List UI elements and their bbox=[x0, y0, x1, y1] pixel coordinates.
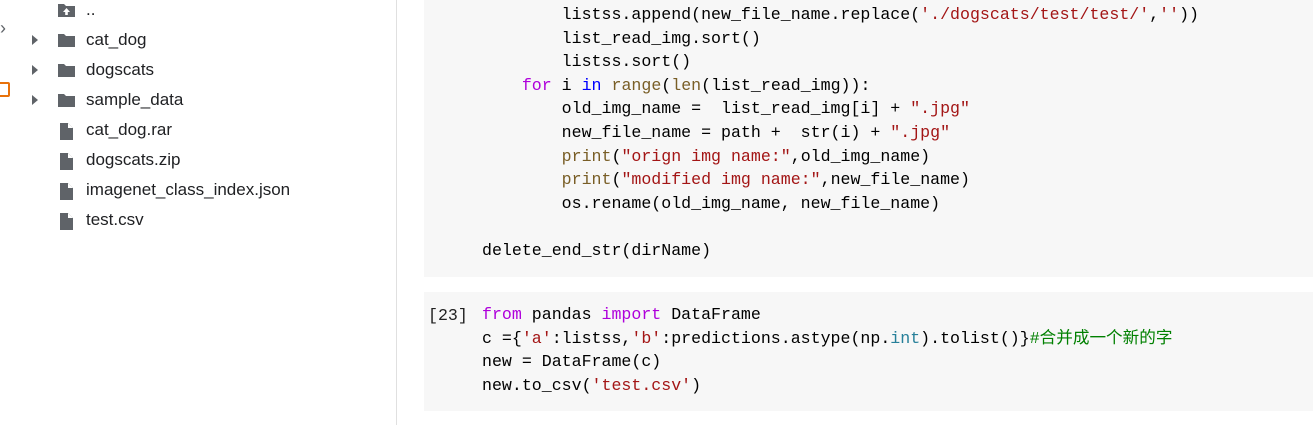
code-cell[interactable] bbox=[424, 292, 1313, 411]
file-item[interactable]: .. bbox=[0, 0, 390, 25]
file-name: sample_data bbox=[86, 90, 184, 109]
file-item[interactable]: sample_data bbox=[0, 85, 390, 115]
code-token: new.to_csv( bbox=[482, 375, 592, 395]
code-token: #合并成一个新的字 bbox=[1029, 328, 1173, 348]
code-token: './dogscats/test/test/' bbox=[920, 5, 1150, 24]
file-item[interactable]: cat_dog bbox=[0, 25, 390, 55]
code-token: ".jpg" bbox=[910, 99, 970, 119]
code-line: os.rename(old_img_name, new_file_name) bbox=[482, 192, 1199, 216]
code-token: ".jpg" bbox=[890, 122, 951, 142]
code-line: old_img_name = list_read_img[i] + ".jpg" bbox=[482, 97, 1199, 121]
code-token: '' bbox=[1159, 5, 1180, 24]
code-token: )) bbox=[1179, 5, 1199, 24]
file-icon bbox=[57, 122, 76, 140]
code-token: print bbox=[561, 146, 612, 166]
code-line: print("orign img name:",old_img_name) bbox=[482, 145, 1199, 169]
code-token bbox=[482, 147, 562, 166]
code-token bbox=[482, 170, 562, 189]
code-editor[interactable]: listss.append(new_file_name.replace('./d… bbox=[482, 3, 1199, 263]
code-line bbox=[482, 215, 1199, 239]
code-token: ) bbox=[691, 375, 702, 395]
folder-icon bbox=[57, 32, 76, 49]
code-token: list_read_img.sort() bbox=[482, 28, 761, 48]
code-token: listss.append(new_file_name.replace( bbox=[482, 5, 921, 24]
code-token bbox=[482, 76, 522, 95]
code-line: new_file_name = path + str(i) + ".jpg" bbox=[482, 121, 1199, 145]
file-name: cat_dog bbox=[86, 30, 147, 49]
code-line: listss.sort() bbox=[482, 50, 1199, 74]
code-token: old_img_name = list_read_img[i] + bbox=[482, 99, 911, 119]
code-token bbox=[602, 76, 612, 95]
file-icon bbox=[57, 212, 76, 230]
code-token: i bbox=[551, 75, 582, 95]
code-line: new.to_csv('test.csv') bbox=[482, 374, 1172, 398]
file-name: test.csv bbox=[86, 210, 144, 229]
code-token: ( bbox=[611, 146, 622, 166]
code-token: , bbox=[1149, 5, 1160, 24]
code-line: c ={'a':listss,'b':predictions.astype(np… bbox=[482, 327, 1172, 351]
file-item[interactable]: imagenet_class_index.json bbox=[0, 175, 390, 205]
code-token: in bbox=[581, 75, 602, 95]
file-item[interactable]: cat_dog.rar bbox=[0, 115, 390, 145]
folder-icon bbox=[57, 62, 76, 79]
code-token: os.rename(old_img_name, new_file_name) bbox=[482, 193, 941, 213]
code-line: from pandas import DataFrame bbox=[482, 303, 1172, 327]
code-token: new_file_name = path + str(i) + bbox=[482, 122, 891, 142]
code-token: DataFrame bbox=[661, 305, 761, 324]
file-browser-panel: › .. cat_dog dogscats sample_data cat_dog.ra… bbox=[0, 0, 397, 425]
expand-arrow-icon[interactable] bbox=[32, 95, 38, 105]
code-token: "orign img name:" bbox=[621, 146, 791, 166]
code-token: 'a' bbox=[521, 328, 552, 348]
code-token: :listss, bbox=[551, 328, 632, 348]
code-token: len bbox=[671, 75, 702, 95]
execution-count: [23] bbox=[428, 306, 468, 325]
code-token: (list_read_img)): bbox=[701, 75, 871, 95]
code-token: listss.sort() bbox=[482, 52, 692, 72]
code-token: 'test.csv' bbox=[591, 375, 692, 395]
code-token: import bbox=[601, 305, 662, 324]
code-token: ,old_img_name) bbox=[790, 146, 931, 166]
code-token: ( bbox=[661, 75, 672, 95]
code-token: "modified img name:" bbox=[621, 170, 821, 190]
code-token: print bbox=[561, 170, 612, 190]
code-line: print("modified img name:",new_file_name… bbox=[482, 168, 1199, 192]
code-token: for bbox=[521, 75, 552, 95]
code-token: new = DataFrame(c) bbox=[482, 352, 662, 372]
file-item[interactable]: test.csv bbox=[0, 205, 390, 235]
file-item[interactable]: dogscats bbox=[0, 55, 390, 85]
code-token: range bbox=[611, 75, 662, 95]
file-name: dogscats bbox=[86, 60, 155, 79]
code-token: pandas bbox=[521, 305, 602, 324]
code-token: ,new_file_name) bbox=[820, 170, 970, 190]
file-icon bbox=[57, 152, 76, 170]
expand-arrow-icon[interactable] bbox=[32, 65, 38, 75]
code-token: :predictions.astype(np. bbox=[661, 328, 891, 348]
code-line: new = DataFrame(c) bbox=[482, 350, 1172, 374]
code-line: list_read_img.sort() bbox=[482, 27, 1199, 51]
code-token: ).tolist()} bbox=[920, 328, 1030, 348]
folder-icon bbox=[57, 92, 76, 109]
code-token: 'b' bbox=[631, 328, 662, 348]
file-icon bbox=[57, 182, 76, 200]
expand-arrow-icon[interactable] bbox=[32, 35, 38, 45]
code-token: c ={ bbox=[482, 328, 522, 348]
code-token: ( bbox=[611, 170, 622, 190]
variables-icon[interactable] bbox=[0, 82, 10, 97]
chevron-right-icon[interactable]: › bbox=[0, 18, 6, 38]
code-token: delete_end_str(dirName) bbox=[482, 240, 712, 260]
file-item[interactable]: dogscats.zip bbox=[0, 145, 390, 175]
code-line: for i in range(len(list_read_img)): bbox=[482, 74, 1199, 98]
code-line: listss.append(new_file_name.replace('./d… bbox=[482, 3, 1199, 27]
file-name: dogscats.zip bbox=[86, 150, 181, 169]
file-name: imagenet_class_index.json bbox=[86, 180, 291, 199]
code-token: from bbox=[482, 305, 522, 324]
file-name: .. bbox=[86, 0, 96, 19]
file-name: cat_dog.rar bbox=[86, 120, 172, 139]
code-cell[interactable] bbox=[424, 0, 1313, 277]
folder-up-icon bbox=[57, 2, 76, 19]
code-token: int bbox=[890, 328, 921, 348]
code-line: delete_end_str(dirName) bbox=[482, 239, 1199, 263]
